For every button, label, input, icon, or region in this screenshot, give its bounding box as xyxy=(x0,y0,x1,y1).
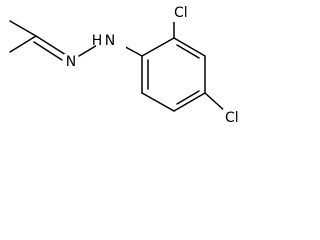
ortho-chlorine-bg xyxy=(172,5,194,22)
bond-n-n xyxy=(78,43,100,57)
ring-bond-c1-c2 xyxy=(141,37,175,57)
amine-hydrogen-label: H xyxy=(92,33,103,49)
bond-methyl-lower xyxy=(9,35,37,53)
imine-nitrogen-bg xyxy=(64,54,78,70)
ring-bond-c4-c5 xyxy=(173,92,206,112)
amine-nh-bg xyxy=(96,32,126,48)
imine-nitrogen-label: N xyxy=(66,54,76,70)
ortho-chlorine-label: Cl xyxy=(174,5,188,21)
amine-nitrogen-label: N xyxy=(105,33,115,49)
ring-inner-double-bond-2 xyxy=(176,90,200,105)
para-chlorine-bg xyxy=(223,109,245,127)
bond-para-chlorine xyxy=(204,92,227,113)
chemical-structure-diagram: N N H Cl Cl xyxy=(9,5,245,127)
para-chlorine-label: Cl xyxy=(225,110,239,126)
bond-methyl-upper xyxy=(9,20,37,37)
bond-imine-double-b xyxy=(33,41,63,61)
bond-imine-double-a xyxy=(35,35,67,56)
ring-bond-c2-c3 xyxy=(173,37,206,57)
ring-inner-double-bond-1 xyxy=(176,44,200,59)
ring-bond-c5-c6 xyxy=(141,92,175,112)
